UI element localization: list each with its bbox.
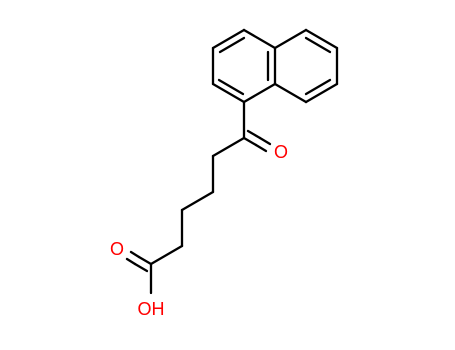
bond <box>273 28 308 50</box>
bond <box>242 28 277 50</box>
bond <box>133 262 149 273</box>
bond <box>273 82 308 104</box>
naphthalene-ring-a <box>211 28 277 104</box>
bond <box>217 78 245 96</box>
side-chain <box>149 100 246 295</box>
bond <box>242 136 258 147</box>
bond-oxygen <box>254 143 268 153</box>
hydroxyl-label: OH <box>138 299 165 319</box>
bond <box>211 82 246 104</box>
bond-oxygen <box>125 257 137 266</box>
bond <box>211 136 246 158</box>
bond <box>218 36 246 54</box>
ketone-oxygen-label: O <box>274 142 288 162</box>
bond <box>304 78 332 96</box>
bond <box>137 255 153 266</box>
carbonyl-oxygen-label: O <box>110 239 124 259</box>
bond-oxygen <box>129 250 141 259</box>
bond <box>180 190 215 212</box>
carboxyl-double-bond <box>125 250 153 273</box>
bond <box>211 28 246 50</box>
bond <box>304 82 339 104</box>
bond <box>246 129 262 140</box>
ketone-double-bond <box>242 129 272 153</box>
bond <box>149 244 184 266</box>
bond-oxygen <box>258 136 272 146</box>
bond <box>304 36 332 54</box>
naphthalene-ring-b <box>273 28 339 104</box>
bond <box>242 82 277 104</box>
bond <box>304 28 339 50</box>
